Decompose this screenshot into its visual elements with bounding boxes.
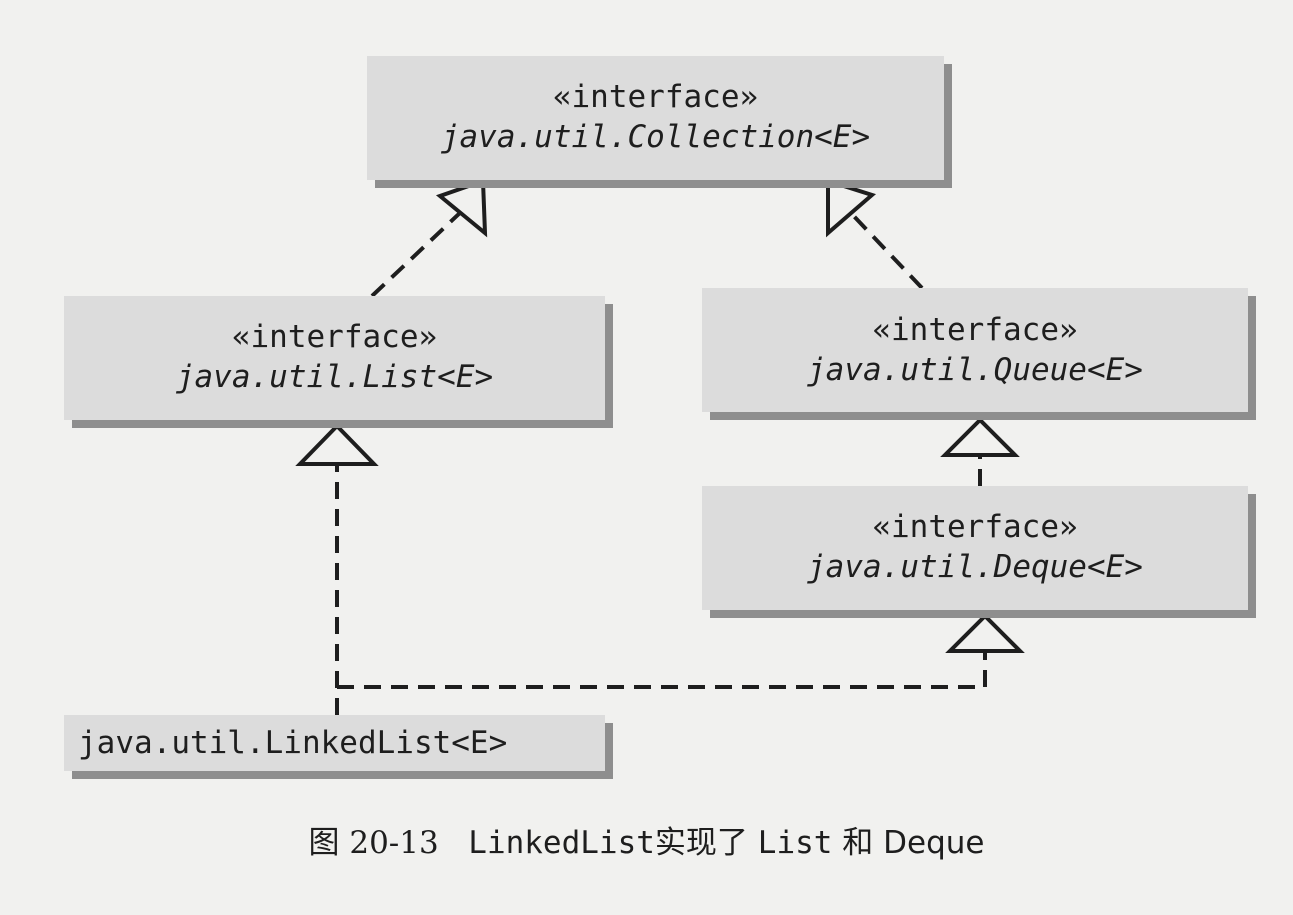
- interface-list-box: «interface» java.util.List<E>: [64, 296, 605, 420]
- queue-stereotype: «interface»: [872, 312, 1078, 348]
- deque-name: java.util.Deque<E>: [807, 549, 1143, 585]
- deque-arrowhead: [945, 613, 1025, 653]
- deque-stereotype: «interface»: [872, 509, 1078, 545]
- list-to-collection-line: [370, 208, 465, 298]
- figure-caption: 图 20-13 LinkedList实现了 List 和 Deque: [0, 823, 1293, 863]
- figure-label: 图: [308, 825, 340, 861]
- interface-deque-box: «interface» java.util.Deque<E>: [702, 486, 1248, 610]
- list-arrowhead: [295, 423, 379, 466]
- list-name: java.util.List<E>: [175, 359, 494, 395]
- linkedlist-name: java.util.LinkedList<E>: [78, 725, 508, 761]
- collection-stereotype: «interface»: [552, 79, 759, 115]
- interface-collection-box: «interface» java.util.Collection<E>: [367, 56, 944, 180]
- collection-name: java.util.Collection<E>: [440, 119, 871, 155]
- collection-arrowhead-left: [435, 178, 488, 238]
- class-linkedlist-box: java.util.LinkedList<E>: [64, 715, 605, 771]
- queue-arrowhead: [940, 417, 1020, 457]
- list-stereotype: «interface»: [231, 319, 438, 355]
- queue-name: java.util.Queue<E>: [807, 352, 1143, 388]
- collection-arrowhead-right: [826, 178, 877, 238]
- figure-number: 20-13: [349, 825, 439, 861]
- caption-conjunction: 和: [842, 825, 874, 861]
- interface-queue-box: «interface» java.util.Queue<E>: [702, 288, 1248, 412]
- caption-subject: LinkedList: [468, 825, 655, 861]
- caption-first: List: [757, 825, 833, 861]
- caption-verb: 实现了: [654, 825, 748, 861]
- queue-to-collection-line: [846, 208, 924, 290]
- caption-second: Deque: [883, 825, 985, 861]
- linkedlist-to-deque-line: [337, 652, 987, 689]
